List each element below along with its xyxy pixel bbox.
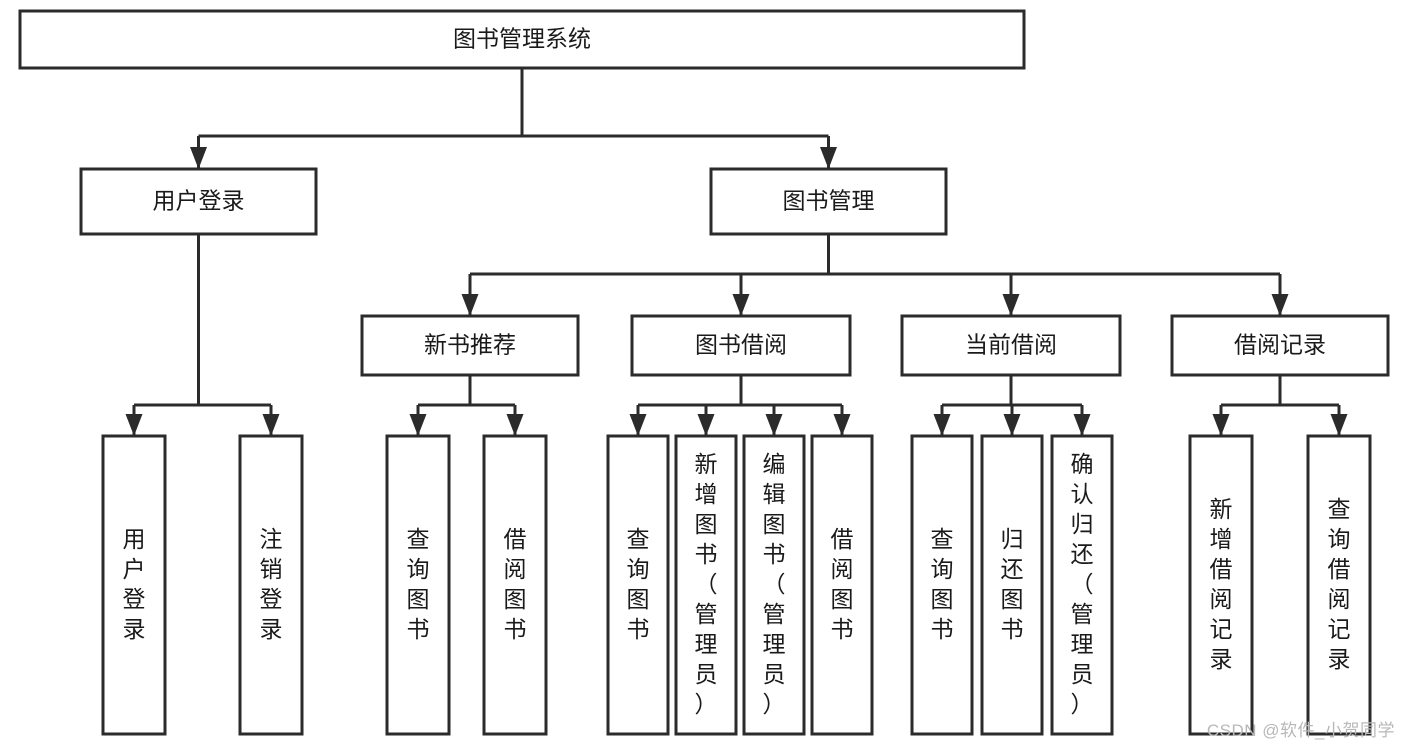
node-box <box>1050 434 1114 736</box>
connector-arrowhead <box>409 414 427 436</box>
node-leaf-borrow-book-1[interactable]: 借阅图书 <box>482 434 548 736</box>
node-box <box>1170 314 1390 377</box>
connector-arrowhead <box>190 147 207 169</box>
node-leaf-query-book-2[interactable]: 查询图书 <box>606 434 670 736</box>
node-box <box>1188 434 1254 736</box>
node-box <box>709 167 948 236</box>
node-book-manage[interactable]: 图书管理 <box>709 167 948 236</box>
node-leaf-query-borrow-record[interactable]: 查询借阅记录 <box>1306 434 1372 736</box>
connector-arrowhead <box>629 414 647 436</box>
csdn-watermark: CSDN @软件_小贺同学 <box>1206 721 1395 740</box>
node-leaf-add-book-admin[interactable]: 新增图书（管理员） <box>674 434 738 736</box>
node-current-borrow[interactable]: 当前借阅 <box>900 314 1122 377</box>
node-label: 借阅图书 <box>831 526 854 642</box>
node-label: 用户登录 <box>123 526 146 642</box>
node-label: 用户登录 <box>153 188 245 214</box>
node-box <box>1306 434 1372 736</box>
node-label: 新增图书（管理员） <box>695 451 718 717</box>
node-box <box>238 434 304 736</box>
node-box <box>360 314 580 377</box>
connector-arrowhead <box>461 294 479 316</box>
node-label: 编辑图书（管理员） <box>763 451 786 717</box>
node-leaf-user-login[interactable]: 用户登录 <box>101 434 167 736</box>
node-leaf-logout-login[interactable]: 注销登录 <box>238 434 304 736</box>
connector-arrowhead <box>1003 414 1021 436</box>
connector-arrowhead <box>262 414 280 436</box>
node-box <box>742 434 806 736</box>
connector-arrowhead <box>933 414 951 436</box>
connector-arrowhead <box>732 294 750 316</box>
connector-arrowhead <box>125 414 143 436</box>
node-leaf-confirm-return-admin[interactable]: 确认归还（管理员） <box>1050 434 1114 736</box>
node-user-login[interactable]: 用户登录 <box>79 167 318 236</box>
node-label: 图书借阅 <box>695 332 787 358</box>
node-box <box>980 434 1044 736</box>
node-label: 当前借阅 <box>965 332 1057 358</box>
connector-arrowhead <box>1002 294 1020 316</box>
node-label: 注销登录 <box>260 526 283 642</box>
node-label: 确认归还（管理员） <box>1071 451 1094 717</box>
node-leaf-return-book[interactable]: 归还图书 <box>980 434 1044 736</box>
connector-arrowhead <box>697 414 715 436</box>
node-borrow-record[interactable]: 借阅记录 <box>1170 314 1390 377</box>
node-root[interactable]: 图书管理系统 <box>18 9 1026 70</box>
connector-arrowhead <box>1330 414 1348 436</box>
node-box <box>630 314 852 377</box>
node-leaf-query-book-3[interactable]: 查询图书 <box>910 434 974 736</box>
node-box <box>810 434 874 736</box>
node-box <box>385 434 451 736</box>
node-label: 借阅记录 <box>1234 332 1326 358</box>
connector-arrowhead <box>1271 294 1289 316</box>
node-label: 查询图书 <box>931 526 954 642</box>
node-label: 图书管理 <box>783 188 875 214</box>
node-box <box>674 434 738 736</box>
node-box <box>79 167 318 236</box>
node-box <box>482 434 548 736</box>
node-box <box>606 434 670 736</box>
node-label: 归还图书 <box>1001 526 1024 642</box>
node-box <box>900 314 1122 377</box>
node-layer: 图书管理系统用户登录图书管理新书推荐图书借阅当前借阅借阅记录用户登录注销登录查询… <box>18 9 1390 736</box>
node-new-book-recommend[interactable]: 新书推荐 <box>360 314 580 377</box>
connector-layer <box>125 68 1348 436</box>
node-book-borrow[interactable]: 图书借阅 <box>630 314 852 377</box>
node-leaf-borrow-book-2[interactable]: 借阅图书 <box>810 434 874 736</box>
node-label: 新增借阅记录 <box>1210 496 1233 672</box>
connector-arrowhead <box>1212 414 1230 436</box>
node-label: 借阅图书 <box>504 526 527 642</box>
node-box <box>101 434 167 736</box>
connector-arrowhead <box>833 414 851 436</box>
node-leaf-edit-book-admin[interactable]: 编辑图书（管理员） <box>742 434 806 736</box>
node-leaf-add-borrow-record[interactable]: 新增借阅记录 <box>1188 434 1254 736</box>
connector-arrowhead <box>765 414 783 436</box>
node-box <box>910 434 974 736</box>
node-label: 查询借阅记录 <box>1328 496 1351 672</box>
node-label: 查询图书 <box>407 526 430 642</box>
node-label: 新书推荐 <box>424 332 516 358</box>
connector-arrowhead <box>1073 414 1091 436</box>
node-box <box>18 9 1026 70</box>
connector-arrowhead <box>506 414 524 436</box>
node-label: 查询图书 <box>627 526 650 642</box>
node-label: 图书管理系统 <box>453 26 591 52</box>
node-leaf-query-book-1[interactable]: 查询图书 <box>385 434 451 736</box>
connector-arrowhead <box>820 147 837 169</box>
